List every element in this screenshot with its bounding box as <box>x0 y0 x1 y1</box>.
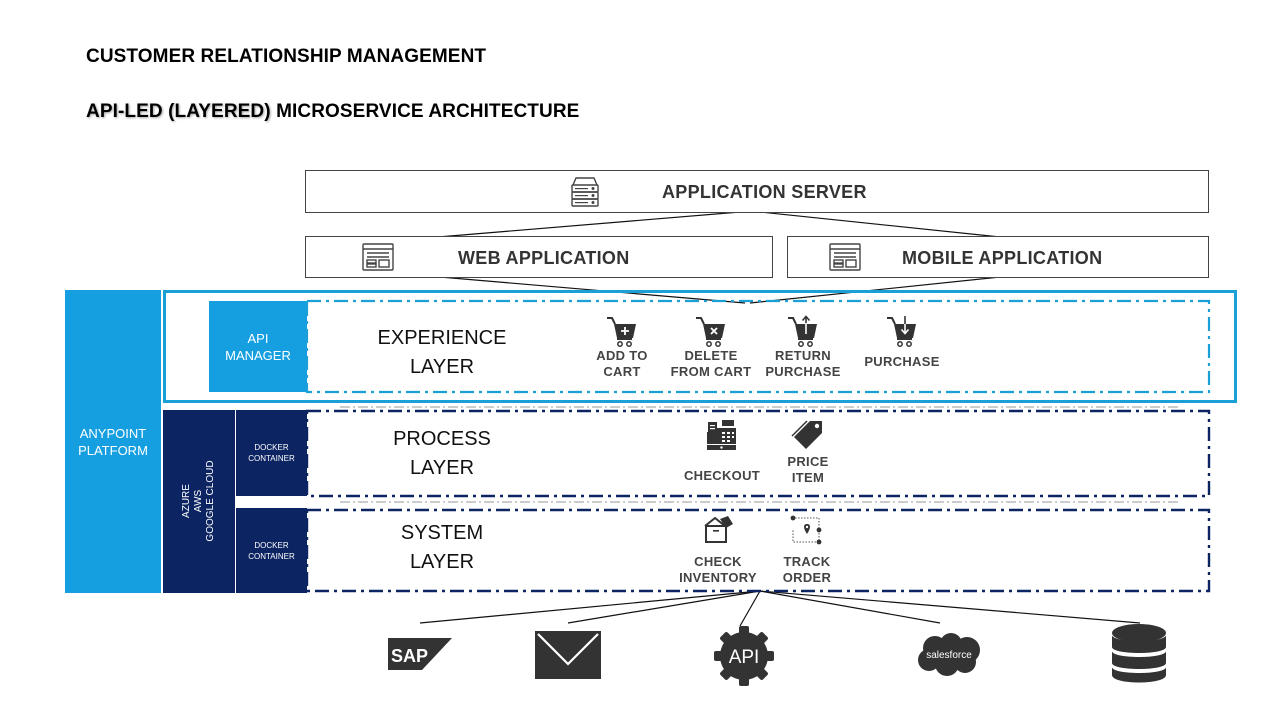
sap-logo-text: SAP <box>391 646 428 666</box>
system-item-track-order[interactable]: TRACK ORDER <box>762 514 852 586</box>
experience-item-delete-from-cart[interactable]: DELETE FROM CART <box>666 314 756 380</box>
backend-sap[interactable]: SAP <box>388 638 452 675</box>
web-application-box[interactable]: WEB APPLICATION <box>305 236 773 278</box>
anypoint-platform-block[interactable]: ANYPOINT PLATFORM <box>65 290 161 593</box>
system-layer-dashed-border <box>305 508 1211 593</box>
docker-container-system[interactable]: DOCKER CONTAINER <box>236 508 307 593</box>
delete-from-cart-label-1: DELETE <box>684 348 738 363</box>
cart-remove-icon <box>696 317 725 347</box>
experience-item-return-purchase[interactable]: RETURN PURCHASE <box>758 314 848 380</box>
diagram-title: CUSTOMER RELATIONSHIP MANAGEMENT <box>86 46 487 67</box>
track-order-label-1: TRACK <box>783 554 831 569</box>
check-inventory-label-2: INVENTORY <box>679 570 757 585</box>
connector-system-database <box>759 590 1141 624</box>
email-envelope-icon <box>535 631 601 679</box>
cart-add-icon <box>607 317 636 347</box>
docker-container-process[interactable]: DOCKER CONTAINER <box>236 410 307 496</box>
experience-item-add-to-cart[interactable]: ADD TO CART <box>577 314 667 380</box>
price-item-label-2: ITEM <box>791 470 825 485</box>
add-to-cart-label-2: CART <box>603 364 641 379</box>
experience-layer-frame <box>163 290 1237 403</box>
api-manager-block[interactable]: API MANAGER <box>209 301 307 392</box>
experience-layer-title: EXPERIENCE LAYER <box>362 324 522 382</box>
experience-item-purchase[interactable]: PURCHASE <box>857 314 947 370</box>
add-to-cart-label-1: ADD TO <box>596 348 648 363</box>
salesforce-text: salesforce <box>926 650 972 661</box>
server-icon <box>571 177 599 207</box>
track-order-icon <box>790 515 822 545</box>
application-server-box[interactable]: APPLICATION SERVER <box>305 170 1209 213</box>
sap-logo-icon: SAP <box>388 638 452 670</box>
api-gear-icon: API <box>714 626 774 686</box>
connector-system-sap <box>419 590 761 624</box>
experience-title-line1: EXPERIENCE <box>377 327 507 349</box>
cash-register-icon <box>707 420 736 450</box>
process-layer-title: PROCESS LAYER <box>362 425 522 483</box>
browser-window-icon <box>362 243 394 271</box>
subtitle-rest: MICROSERVICE ARCHITECTURE <box>270 101 580 122</box>
inventory-box-icon <box>704 516 733 543</box>
backend-database[interactable] <box>1111 623 1167 690</box>
system-layer-title: SYSTEM LAYER <box>362 519 522 577</box>
backend-api[interactable]: API <box>714 626 774 691</box>
application-server-label: APPLICATION SERVER <box>662 182 867 202</box>
browser-window-icon <box>829 243 861 271</box>
mobile-application-label: MOBILE APPLICATION <box>902 248 1103 268</box>
mobile-application-box[interactable]: MOBILE APPLICATION <box>787 236 1209 278</box>
process-title-line2: LAYER <box>409 457 475 479</box>
process-layer-dashed-border <box>305 409 1211 498</box>
check-inventory-label-1: CHECK <box>694 554 742 569</box>
database-icon <box>1112 624 1166 683</box>
return-purchase-label-1: RETURN <box>775 348 831 363</box>
backend-email[interactable] <box>535 631 601 684</box>
cloud-providers-block[interactable]: AZURE AWS GOOGLE CLOUD <box>163 410 235 593</box>
process-item-price-item[interactable]: PRICE ITEM <box>763 418 853 486</box>
connector-system-salesforce <box>759 590 941 624</box>
web-application-label: WEB APPLICATION <box>458 248 630 268</box>
system-title-line2: LAYER <box>409 551 475 573</box>
experience-title-line2: LAYER <box>409 356 475 378</box>
cart-return-icon <box>788 315 817 347</box>
price-tag-icon <box>791 420 822 449</box>
cart-purchase-icon <box>887 316 916 347</box>
process-item-checkout[interactable]: CHECKOUT <box>677 418 767 484</box>
subtitle-highlight: API-LED (LAYERED) <box>86 101 271 122</box>
system-title-line1: SYSTEM <box>400 522 484 544</box>
connector-system-api <box>739 590 761 627</box>
price-item-label-1: PRICE <box>787 454 829 469</box>
delete-from-cart-label-2: FROM CART <box>670 364 752 379</box>
track-order-label-2: ORDER <box>782 570 832 585</box>
system-item-check-inventory[interactable]: CHECK INVENTORY <box>673 514 763 586</box>
diagram-subtitle: API-LED (LAYERED) MICROSERVICE ARCHITECT… <box>86 101 579 123</box>
experience-layer-dashed-border <box>305 299 1211 394</box>
connector-server-web <box>437 211 741 238</box>
connector-server-mobile <box>759 211 1001 238</box>
api-gear-text: API <box>729 647 760 668</box>
checkout-label: CHECKOUT <box>683 468 761 483</box>
return-purchase-label-2: PURCHASE <box>765 364 841 379</box>
backend-salesforce[interactable]: salesforce <box>915 632 983 681</box>
purchase-label: PURCHASE <box>864 354 940 369</box>
process-title-line1: PROCESS <box>393 428 491 450</box>
salesforce-cloud-icon: salesforce <box>918 633 980 676</box>
connector-system-email <box>567 590 761 624</box>
